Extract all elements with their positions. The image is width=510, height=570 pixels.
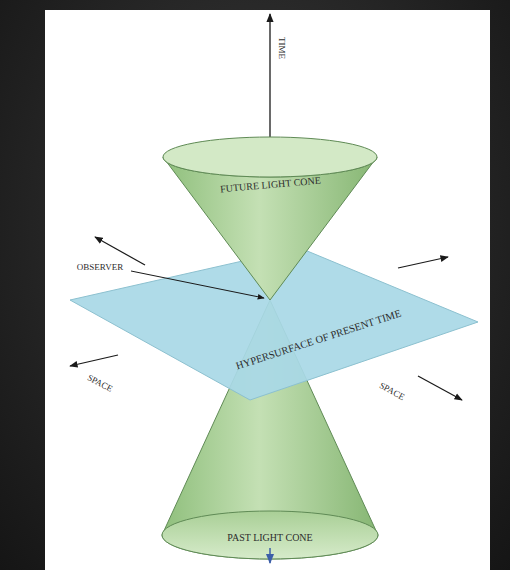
future-cone-body (163, 157, 377, 300)
observer-leader (131, 271, 264, 298)
future-cone-rim (163, 137, 377, 177)
space-arrow (70, 355, 118, 366)
time-axis-past (269, 548, 271, 563)
white-panel (45, 10, 490, 570)
axis-label: OBSERVER (77, 263, 123, 273)
space-arrow (95, 237, 145, 265)
space-arrow (418, 376, 462, 400)
space-arrow (398, 257, 448, 268)
region-label: PAST LIGHT CONE (227, 532, 312, 543)
axis-label: TIME (276, 37, 286, 59)
label-box: OBSERVER (77, 263, 123, 273)
time-axis (269, 14, 270, 150)
label-box: TIME (276, 37, 286, 59)
cone-region: PAST LIGHT CONE (224, 530, 315, 545)
